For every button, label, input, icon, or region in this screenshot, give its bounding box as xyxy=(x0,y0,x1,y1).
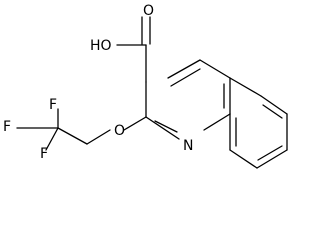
double-bond-c3-c4 xyxy=(170,68,201,87)
quinoline-carboxylic-acid-structure: O HO N O F F F xyxy=(3,3,288,169)
fluorine-left-label: F xyxy=(3,119,11,135)
double-bond-c7-c8 xyxy=(257,145,283,161)
hydroxyl-label: HO xyxy=(90,38,112,54)
double-bond-c5-c6 xyxy=(262,104,283,119)
bond-c4-c4a xyxy=(199,59,231,79)
bond-c4a-c5 xyxy=(229,77,262,97)
bond-ether-oxygen-ch2 xyxy=(86,129,111,145)
double-bond-c2-n1 xyxy=(154,120,178,133)
bond-cf3-fluorine-bottom xyxy=(45,127,59,151)
bond-ch2-cf3 xyxy=(57,127,88,145)
bond-c2-ether-oxygen xyxy=(123,116,147,131)
bond-c3-c4 xyxy=(167,59,201,79)
ether-oxygen-label: O xyxy=(114,123,125,139)
bond-c7-c8 xyxy=(256,149,288,169)
bond-c8-c8a xyxy=(229,149,258,169)
carboxyl-oxygen-label: O xyxy=(143,3,154,19)
fluorine-top-label: F xyxy=(49,97,57,113)
ring-nitrogen-label: N xyxy=(183,138,193,154)
bond-n1-c2 xyxy=(145,116,180,140)
bond-c5-c6 xyxy=(260,95,288,115)
bond-c8a-n1 xyxy=(203,113,231,131)
fluorine-bottom-label: F xyxy=(40,146,48,162)
